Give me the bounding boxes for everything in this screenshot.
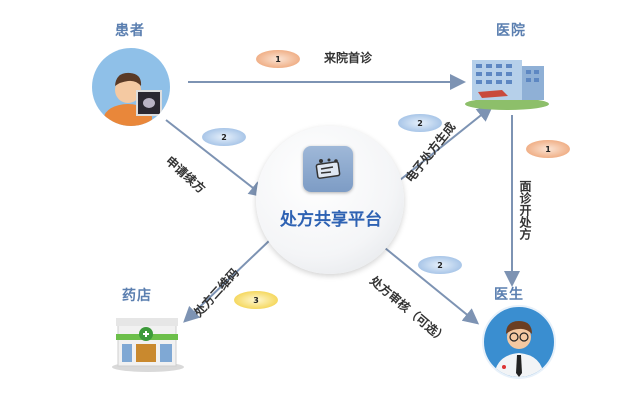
step-badge: 1 [256, 50, 300, 68]
hospital-label: 医院 [496, 23, 526, 39]
hospital-building-icon [462, 52, 552, 110]
step-badge: 2 [202, 128, 246, 146]
pharmacy-store-icon [108, 310, 188, 372]
doctor-icon [482, 305, 556, 379]
step-badge: 2 [418, 256, 462, 274]
step-badge: 3 [234, 291, 278, 309]
patient-label: 患者 [115, 23, 145, 39]
edge-label-in-person-prescription: 面诊开处方 [518, 180, 532, 240]
step-badge: 1 [526, 140, 570, 158]
edge-label-first-visit: 来院首诊 [324, 51, 373, 65]
step-badge: 2 [398, 114, 442, 132]
prescription-cards-icon [303, 146, 353, 192]
platform-title: 处方共享平台 [280, 210, 382, 230]
pharmacy-label: 药店 [122, 288, 152, 304]
doctor-label: 医生 [494, 287, 524, 303]
patient-icon [92, 48, 170, 126]
